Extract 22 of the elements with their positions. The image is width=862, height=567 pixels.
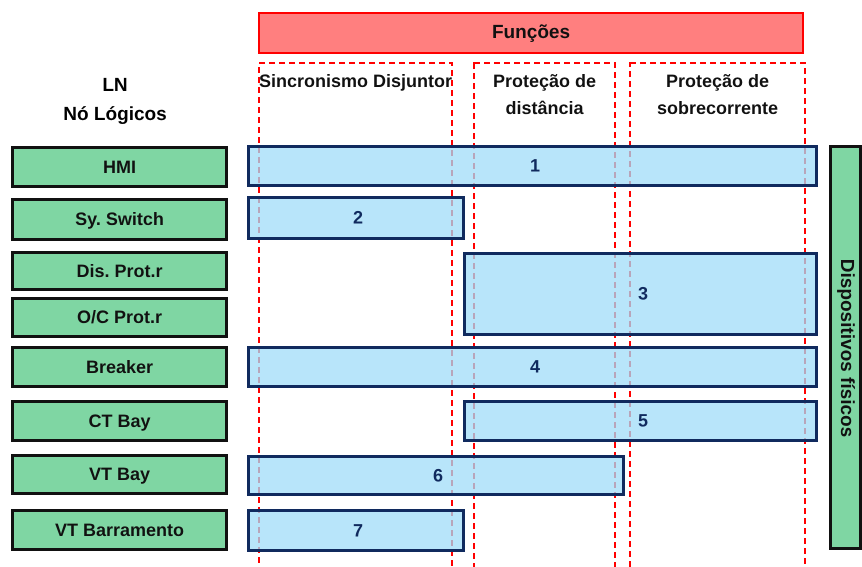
column-heading: Nó Lógicos (62, 103, 168, 127)
logical-node-box: Sy. Switch (11, 198, 228, 241)
logical-node-box: VT Bay (11, 454, 228, 495)
device-box: 5 (463, 400, 818, 442)
column-heading: LN (101, 74, 129, 98)
physical-devices-bar: Dispositivos físicos (829, 145, 862, 550)
logical-node-box: Dis. Prot.r (11, 251, 228, 291)
column-heading: Proteção de distância (473, 62, 616, 132)
logical-node-box: Breaker (11, 346, 228, 388)
column-heading: Proteção de sobrecorrente (629, 62, 806, 132)
column-heading: Sincronismo Disjuntor (258, 62, 453, 132)
logical-node-box: VT Barramento (11, 509, 228, 551)
device-box: 1 (247, 145, 818, 187)
functions-header: Funções (258, 12, 804, 54)
device-box: 6 (247, 455, 625, 496)
device-box: 3 (463, 252, 818, 336)
logical-node-box: O/C Prot.r (11, 297, 228, 338)
device-box: 4 (247, 346, 818, 388)
logical-node-box: HMI (11, 146, 228, 188)
device-box: 2 (247, 196, 465, 240)
logical-node-box: CT Bay (11, 400, 228, 442)
device-box: 7 (247, 509, 465, 552)
